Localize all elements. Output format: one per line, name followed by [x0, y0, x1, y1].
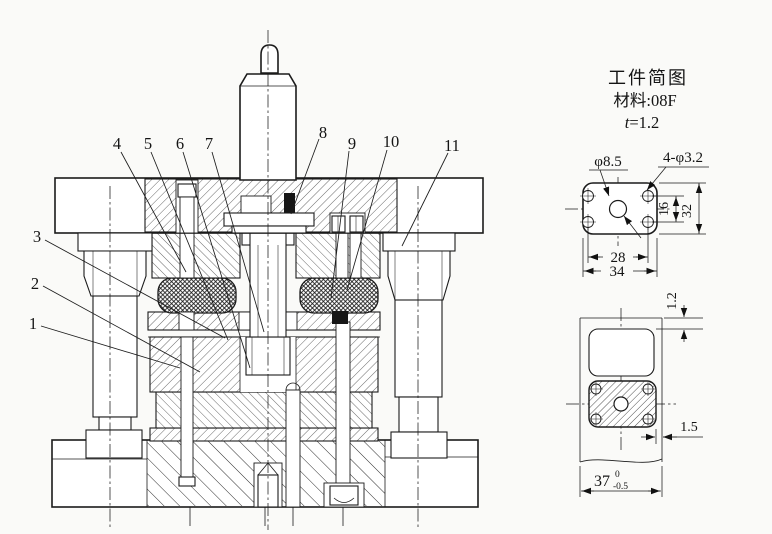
- callout-10: 10: [383, 132, 400, 151]
- workpiece-title: 工件简图: [608, 68, 688, 88]
- guide-bushing-flange-left: [77, 232, 153, 252]
- callout-1: 1: [29, 314, 37, 333]
- dim-16: 16: [657, 202, 672, 216]
- dim-37: 37: [594, 473, 610, 490]
- blanked-opening: [588, 328, 655, 377]
- center-hole-dia-label: φ8.5: [594, 154, 621, 170]
- die-assembly-section: 1 2 3 4 5 6 7 8 9 10 11: [29, 30, 484, 530]
- guide-post-foot-right: [390, 431, 448, 459]
- dim-32: 32: [680, 204, 695, 218]
- callout-6: 6: [176, 134, 184, 153]
- cap-screw-shaft: [335, 321, 351, 487]
- thickness-symbol: t: [625, 113, 630, 132]
- dim-1-2: 1.2: [665, 292, 680, 310]
- center-hole: [608, 199, 628, 219]
- stripper-bolt-collar: [178, 476, 196, 487]
- punch-holder-left: [151, 232, 241, 279]
- centerlines: [109, 30, 419, 530]
- callout-7: 7: [205, 134, 213, 153]
- material-label: 材料:08F: [613, 91, 676, 110]
- callout-5: 5: [144, 134, 152, 153]
- dim-37-tol-lower: -0.5: [613, 482, 628, 492]
- strip-layout-view: 1.2 1.5 37 0 -0.5: [566, 292, 703, 497]
- upper-die-plate: [54, 177, 484, 234]
- stripper-bolt-shaft-lower: [180, 336, 194, 481]
- strip-outline: [579, 317, 663, 462]
- dim-37-tol-upper: 0: [615, 470, 620, 480]
- callout-9: 9: [348, 134, 356, 153]
- screw-shaft-b: [349, 232, 362, 279]
- set-screw-head-a: [331, 215, 346, 233]
- thickness-value: =1.2: [629, 113, 659, 132]
- callout-4: 4: [113, 134, 121, 153]
- thickness-label: t=1.2: [625, 113, 660, 132]
- dim-1-5: 1.5: [680, 420, 698, 435]
- rubber-pad-right: [299, 277, 379, 314]
- corner-holes-label: 4-φ3.2: [663, 150, 703, 166]
- guide-post-foot-left: [85, 429, 143, 459]
- dim-34: 34: [610, 264, 626, 280]
- push-plates: [223, 212, 315, 234]
- dim-28: 28: [611, 250, 626, 266]
- guide-right: [382, 232, 456, 459]
- guide-post-right: [394, 299, 443, 398]
- guide-bushing-flange-right: [382, 232, 456, 252]
- knockout-pin: [284, 193, 295, 215]
- set-screw-head-b: [349, 215, 364, 233]
- guide-post-left: [92, 295, 138, 418]
- guide-bushing-right: [387, 250, 451, 301]
- hole-crosshairs: [580, 188, 656, 230]
- workpiece-panel: 工件简图 材料:08F t=1.2 φ8.5 4-φ3.2: [565, 68, 709, 497]
- callout-11: 11: [444, 136, 460, 155]
- callouts: 1 2 3 4 5 6 7 8 9 10 11: [29, 123, 460, 373]
- workpiece-top-view: φ8.5 4-φ3.2 16 32: [565, 150, 709, 280]
- knockout-rod-top: [260, 44, 279, 74]
- screw-socket: [332, 311, 348, 324]
- callout-2: 2: [31, 274, 39, 293]
- shank-pocket: [240, 195, 272, 216]
- push-rod: [285, 389, 301, 508]
- strip-hole-crosshairs: [589, 382, 655, 426]
- guide-bushing-left: [83, 250, 147, 297]
- guide-left: [77, 232, 153, 459]
- callout-8: 8: [319, 123, 327, 142]
- strip-break-line: [579, 458, 663, 463]
- callout-3: 3: [33, 227, 41, 246]
- strip-center-hole: [613, 396, 629, 412]
